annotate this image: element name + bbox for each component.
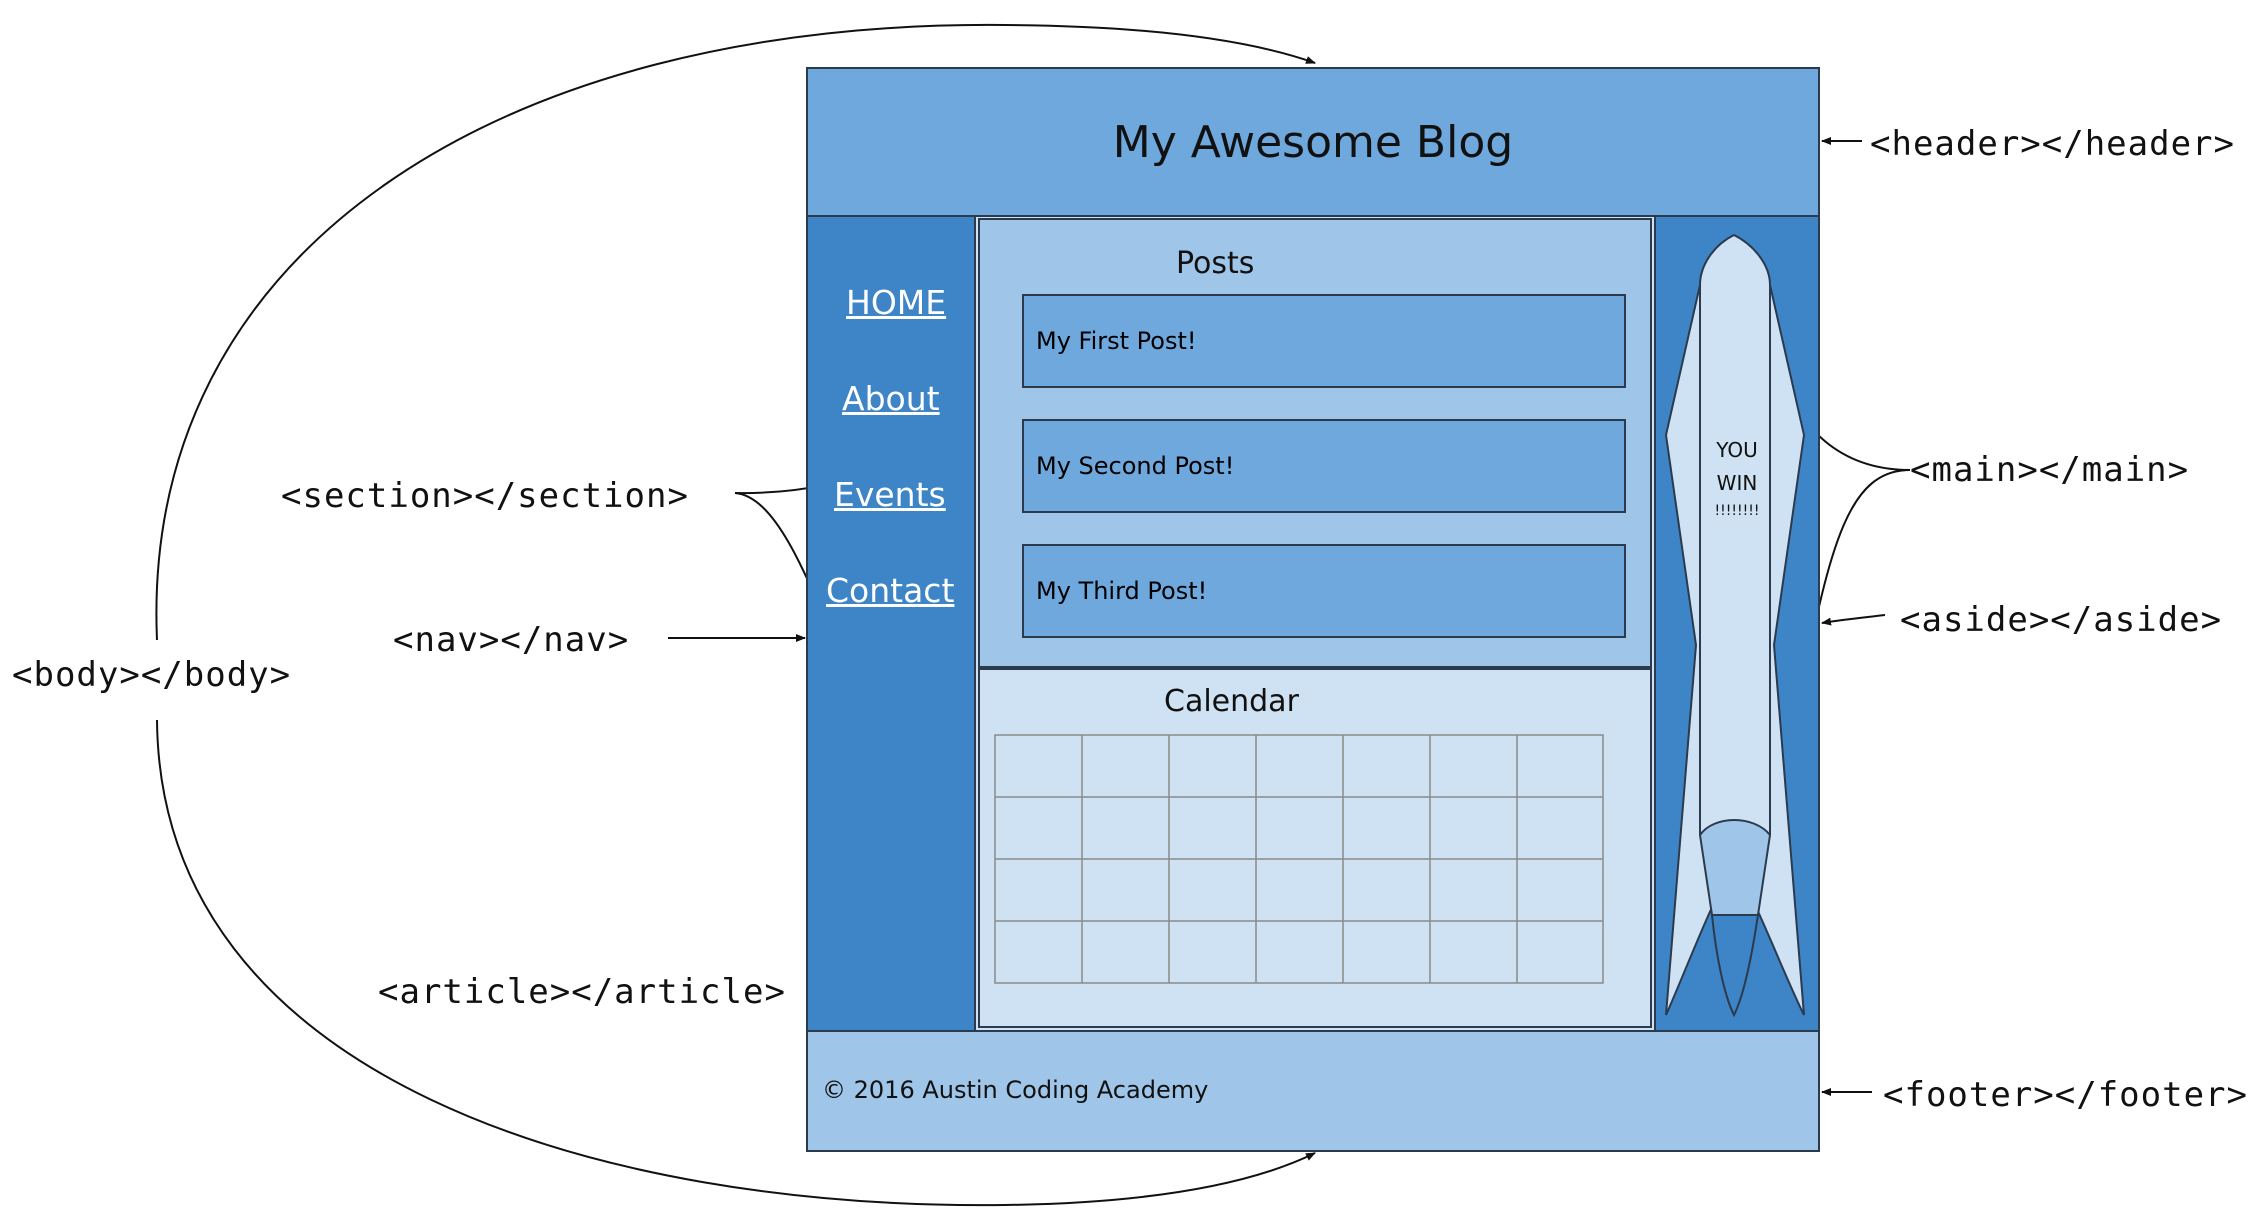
- nav-link-contact[interactable]: Contact: [826, 571, 955, 610]
- label-main: <main></main>: [1910, 450, 2190, 490]
- nav-link-about[interactable]: About: [842, 379, 940, 418]
- calendar-section: Calendar: [978, 668, 1652, 1028]
- post-article-3[interactable]: My Third Post!: [1022, 544, 1626, 638]
- post-article-1[interactable]: My First Post!: [1022, 294, 1626, 388]
- rocket-ad-icon: [1664, 233, 1806, 1018]
- post-title-3: My Third Post!: [1036, 577, 1208, 605]
- calendar-grid: [994, 734, 1604, 984]
- label-article: <article></article>: [378, 972, 786, 1012]
- nav-link-events[interactable]: Events: [834, 475, 946, 514]
- post-article-2[interactable]: My Second Post!: [1022, 419, 1626, 513]
- label-nav: <nav></nav>: [393, 620, 630, 660]
- label-footer: <footer></footer>: [1883, 1075, 2248, 1115]
- post-title-1: My First Post!: [1036, 327, 1197, 355]
- body-arrow-top: [155, 23, 1316, 641]
- post-title-2: My Second Post!: [1036, 452, 1235, 480]
- blog-title: My Awesome Blog: [1112, 117, 1514, 168]
- ad-text-line2: WIN: [1716, 471, 1758, 495]
- label-header: <header></header>: [1870, 124, 2235, 164]
- ad-text-line3: !!!!!!!!: [1714, 503, 1760, 519]
- nav-region: HOME About Events Contact: [806, 215, 976, 1032]
- body-arrow-bottom: [156, 719, 1316, 1207]
- aside-arrow: [1821, 614, 1886, 626]
- label-section: <section></section>: [281, 476, 689, 516]
- label-aside: <aside></aside>: [1900, 600, 2223, 640]
- ad-text-line1: YOU: [1716, 438, 1758, 462]
- label-body: <body></body>: [12, 655, 292, 695]
- header-region: My Awesome Blog: [806, 67, 1820, 217]
- posts-section-title: Posts: [1176, 246, 1255, 281]
- footer-region: © 2016 Austin Coding Academy: [806, 1030, 1820, 1152]
- footer-copyright: © 2016 Austin Coding Academy: [822, 1076, 1209, 1104]
- nav-link-home[interactable]: HOME: [846, 283, 947, 322]
- calendar-section-title: Calendar: [1164, 684, 1299, 719]
